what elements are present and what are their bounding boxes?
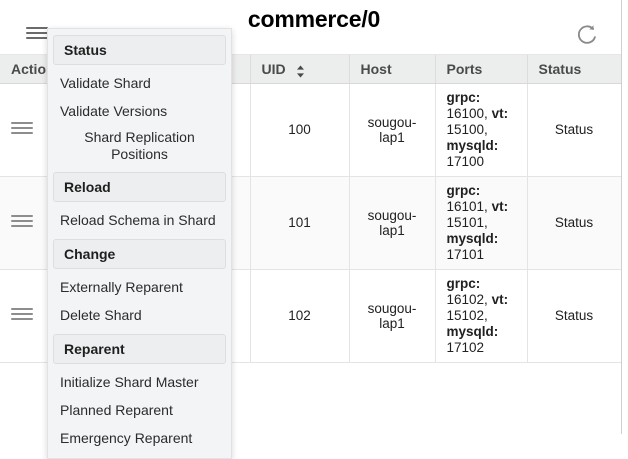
- hamburger-bar: [26, 27, 48, 29]
- port-label-grpc: grpc:: [446, 182, 481, 198]
- shard-actions-menu: Status Validate Shard Validate Versions …: [47, 28, 232, 459]
- row-menu-icon[interactable]: [11, 306, 33, 322]
- cell-status[interactable]: Status: [527, 83, 622, 177]
- port-label-vt: vt:: [491, 105, 509, 121]
- cell-ports: grpc: 16100, vt: 15100, mysqld: 17100: [435, 83, 528, 177]
- port-value-grpc: 16101,: [446, 198, 488, 214]
- hamburger-bar: [11, 215, 33, 217]
- menu-group-header-reparent: Reparent: [53, 334, 226, 364]
- port-label-mysqld: mysqld:: [446, 230, 499, 246]
- hamburger-bar: [11, 225, 33, 227]
- hamburger-bar: [11, 127, 33, 129]
- vertical-scrollbar[interactable]: [621, 0, 628, 434]
- menu-item-initialize-shard-master[interactable]: Initialize Shard Master: [60, 374, 199, 390]
- column-header-host[interactable]: Host: [349, 55, 436, 84]
- cell-host: sougou-lap1: [349, 176, 436, 270]
- column-header-ports[interactable]: Ports: [435, 55, 528, 84]
- hamburger-bar: [11, 132, 33, 134]
- cell-status[interactable]: Status: [527, 176, 622, 270]
- hamburger-bar: [11, 122, 33, 124]
- column-header-status[interactable]: Status: [527, 55, 622, 84]
- cell-uid: 102: [250, 269, 350, 363]
- port-value-mysqld: 17100: [446, 153, 485, 169]
- column-header-uid-label: UID: [261, 60, 286, 77]
- refresh-icon[interactable]: [574, 22, 600, 48]
- cell-host: sougou-lap1: [349, 83, 436, 177]
- menu-item-delete-shard[interactable]: Delete Shard: [60, 307, 142, 323]
- menu-item-reload-schema-in-shard[interactable]: Reload Schema in Shard: [60, 212, 216, 228]
- row-menu-icon[interactable]: [11, 120, 33, 136]
- menu-item-validate-versions[interactable]: Validate Versions: [60, 103, 168, 119]
- cell-host: sougou-lap1: [349, 269, 436, 363]
- menu-item-planned-reparent[interactable]: Planned Reparent: [60, 402, 173, 418]
- port-value-vt: 15102,: [446, 307, 488, 323]
- port-value-vt: 15101,: [446, 214, 488, 230]
- column-header-uid[interactable]: UID: [250, 55, 350, 84]
- port-label-grpc: grpc:: [446, 89, 481, 105]
- port-value-grpc: 16102,: [446, 291, 488, 307]
- menu-item-externally-reparent[interactable]: Externally Reparent: [60, 279, 183, 295]
- cell-status[interactable]: Status: [527, 269, 622, 363]
- port-value-mysqld: 17102: [446, 339, 485, 355]
- menu-group-header-status: Status: [53, 35, 226, 65]
- port-label-vt: vt:: [491, 198, 509, 214]
- column-header-ports-label: Ports: [446, 60, 483, 77]
- column-header-host-label: Host: [360, 60, 392, 77]
- port-label-vt: vt:: [491, 291, 509, 307]
- port-label-mysqld: mysqld:: [446, 323, 499, 339]
- port-value-vt: 15100,: [446, 121, 488, 137]
- menu-group-header-change: Change: [53, 239, 226, 269]
- hamburger-bar: [26, 37, 48, 39]
- cell-ports: grpc: 16101, vt: 15101, mysqld: 17101: [435, 176, 528, 270]
- port-label-mysqld: mysqld:: [446, 137, 499, 153]
- menu-item-validate-shard[interactable]: Validate Shard: [60, 75, 151, 91]
- column-header-status-label: Status: [538, 60, 582, 77]
- menu-group-header-reload: Reload: [53, 172, 226, 202]
- hamburger-bar: [11, 313, 33, 315]
- cell-uid: 101: [250, 176, 350, 270]
- cell-uid: 100: [250, 83, 350, 177]
- menu-item-shard-replication-positions[interactable]: Shard Replication Positions: [84, 129, 195, 162]
- cell-ports: grpc: 16102, vt: 15102, mysqld: 17102: [435, 269, 528, 363]
- menu-item-emergency-reparent[interactable]: Emergency Reparent: [60, 430, 193, 446]
- hamburger-bar: [26, 32, 48, 34]
- port-value-grpc: 16100,: [446, 105, 488, 121]
- hamburger-bar: [11, 220, 33, 222]
- hamburger-icon[interactable]: [26, 25, 48, 41]
- row-menu-icon[interactable]: [11, 213, 33, 229]
- hamburger-bar: [11, 308, 33, 310]
- port-value-mysqld: 17101: [446, 246, 485, 262]
- sort-arrows-icon[interactable]: [296, 65, 305, 78]
- port-label-grpc: grpc:: [446, 275, 481, 291]
- hamburger-bar: [11, 318, 33, 320]
